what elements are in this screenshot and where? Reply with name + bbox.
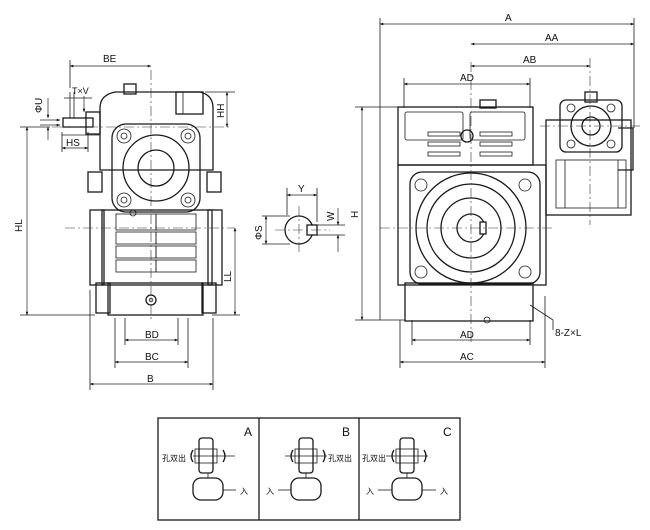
base-block [107, 282, 204, 316]
flange-bore [122, 134, 190, 202]
dim-label-y: Y [298, 184, 305, 195]
dim-label-ad-top: AD [460, 73, 474, 84]
option-a-input-label: 入 [240, 487, 248, 496]
front-view [355, 18, 640, 368]
dim-label-phiu: ΦU [34, 98, 45, 113]
front-base [404, 282, 534, 322]
lower-body [101, 209, 213, 286]
left-lug [87, 171, 103, 193]
mounting-options-table [157, 417, 461, 521]
left-side-view [20, 60, 240, 390]
right-lug [206, 171, 222, 193]
breather-plug [123, 83, 137, 95]
dim-label-ll: LL [223, 270, 234, 282]
bolt-hole-icon [116, 128, 132, 144]
dim-label-ab: AB [523, 55, 537, 66]
option-a-cell: A 孔双出 入 [162, 425, 252, 501]
dim-label-txv: T×V [72, 86, 89, 96]
bolt-hole-icon [116, 192, 132, 208]
oil-plug-icon [460, 129, 474, 143]
dim-label-w: W [326, 211, 337, 221]
upper-housing [99, 91, 214, 171]
dim-label-bc: BC [145, 352, 159, 363]
dim-label-be: BE [103, 54, 117, 65]
bolt-hole-icon [180, 128, 196, 144]
dim-label-b: B [147, 374, 154, 385]
option-b-shaft-label: 孔双出 [328, 453, 352, 463]
shaft-section-view [262, 188, 345, 254]
option-b-input-label: 入 [266, 487, 274, 496]
dim-label-a: A [505, 13, 512, 24]
dim-label-ad-bottom: AD [460, 330, 474, 341]
dim-label-bd: BD [145, 330, 159, 341]
option-b-letter: B [342, 425, 350, 439]
dim-label-phis: ΦS [254, 225, 265, 240]
bolt-hole-icon [180, 192, 196, 208]
top-boss [175, 91, 204, 115]
dim-label-hl: HL [14, 219, 25, 232]
dim-label-aa: AA [545, 33, 559, 44]
square-flange [111, 123, 201, 213]
option-a-shaft-label: 孔双出 [162, 453, 186, 463]
option-c-letter: C [443, 425, 452, 439]
option-c-cell: C 孔双出 入 入 [362, 425, 452, 501]
dim-label-hs: HS [66, 138, 80, 149]
side-motor-housing [545, 119, 632, 216]
main-body-front [397, 164, 547, 286]
dim-label-ac: AC [460, 352, 474, 363]
option-c-input-label-right: 入 [440, 487, 448, 496]
dim-label-h: H [350, 211, 361, 218]
input-shaft [62, 117, 94, 128]
option-c-shaft-label: 孔双出 [362, 453, 386, 463]
dim-label-zxl: 8-Z×L [555, 328, 582, 339]
upper-housing-front [397, 106, 534, 166]
option-a-letter: A [244, 425, 252, 439]
option-c-input-label-left: 入 [366, 487, 374, 496]
dim-label-hh: HH [216, 104, 227, 118]
option-b-cell: B 孔双出 入 [266, 425, 352, 501]
